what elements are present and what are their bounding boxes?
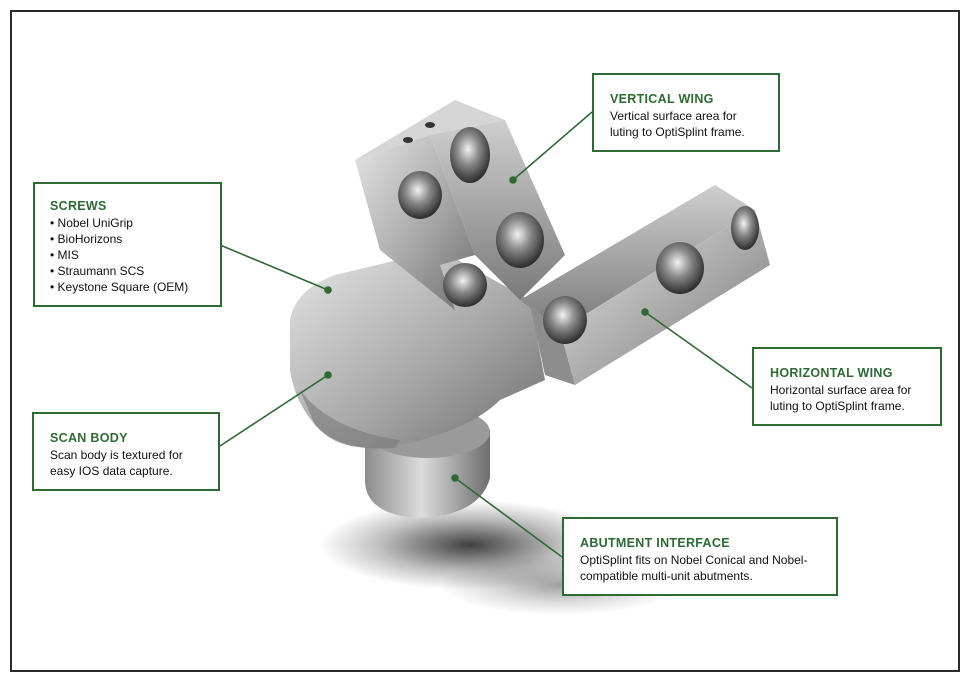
leader-screws — [219, 244, 329, 291]
list-item: Straumann SCS — [50, 263, 208, 279]
callout-title: SCAN BODY — [50, 431, 128, 445]
callout-title: HORIZONTAL WING — [770, 366, 893, 380]
callout-body: Horizontal surface area for luting to Op… — [770, 383, 912, 413]
vertical-wing-front — [355, 135, 475, 310]
callout-body: Scan body is textured for easy IOS data … — [50, 448, 183, 478]
callout-body: Vertical surface area for luting to Opti… — [610, 109, 745, 139]
horizontal-wing-top — [520, 185, 755, 330]
vertical-wing-top — [355, 100, 505, 160]
horizontal-wing-side — [560, 210, 770, 385]
callout-title: VERTICAL WING — [610, 92, 714, 106]
leader-scan-body — [219, 374, 329, 447]
list-item: MIS — [50, 247, 208, 263]
leader-vertical-wing — [512, 111, 593, 181]
callout-scan-body: SCAN BODY Scan body is textured for easy… — [32, 412, 220, 491]
callout-title: ABUTMENT INTERFACE — [580, 536, 730, 550]
callout-horizontal-wing: HORIZONTAL WING Horizontal surface area … — [752, 347, 942, 426]
callout-title: SCREWS — [50, 199, 107, 213]
callout-vertical-wing: VERTICAL WING Vertical surface area for … — [592, 73, 780, 152]
list-item: Nobel UniGrip — [50, 215, 208, 231]
callout-body: OptiSplint fits on Nobel Conical and Nob… — [580, 553, 808, 583]
list-item: Keystone Square (OEM) — [50, 279, 208, 295]
callout-abutment-interface: ABUTMENT INTERFACE OptiSplint fits on No… — [562, 517, 838, 596]
screws-list: Nobel UniGrip BioHorizons MIS Straumann … — [50, 215, 208, 295]
leader-abutment — [454, 477, 563, 558]
callout-screws: SCREWS Nobel UniGrip BioHorizons MIS Str… — [33, 182, 222, 307]
list-item: BioHorizons — [50, 231, 208, 247]
horizontal-wing-front — [530, 305, 575, 385]
leader-horizontal-wing — [644, 311, 753, 389]
